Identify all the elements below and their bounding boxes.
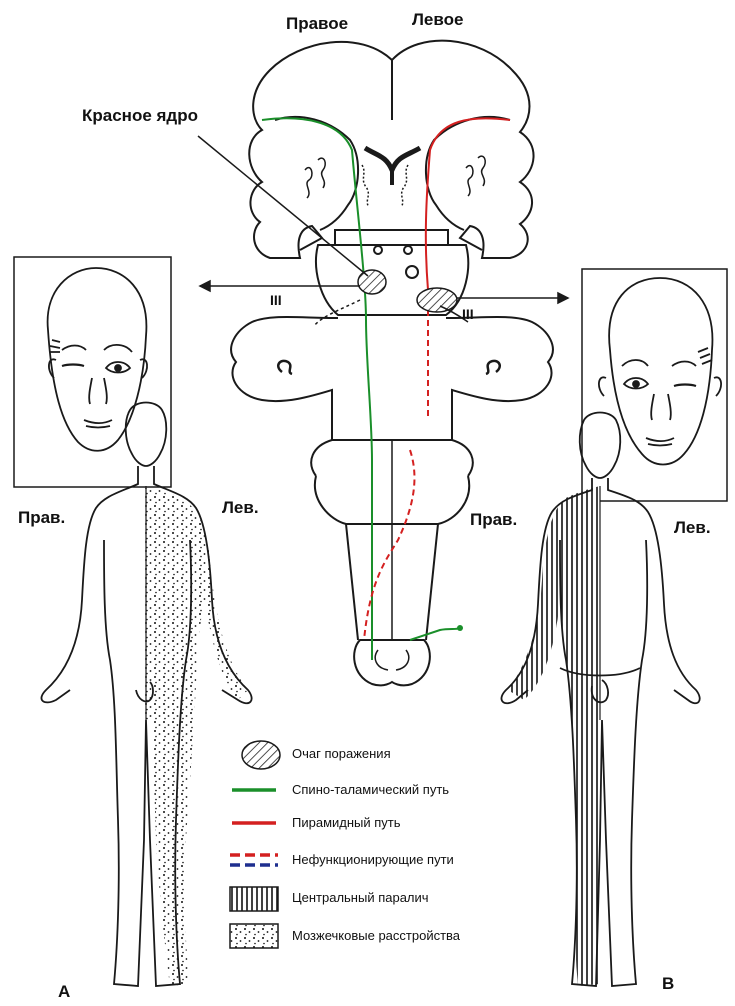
red-nucleus-pointer: [198, 136, 368, 276]
legend-symbols: [230, 741, 280, 948]
label-red-nucleus: Красное ядро: [82, 106, 198, 126]
legend-text-cerebellar: Мозжечковые расстройства: [292, 928, 460, 943]
label-right-hemisphere: Правое: [286, 14, 348, 34]
label-figure-a-left: Лев.: [222, 498, 259, 518]
label-figure-b-letter: В: [662, 974, 674, 994]
face-box-a: [14, 257, 171, 487]
lesion-red-nucleus: [358, 270, 386, 294]
cerebrum-section: [249, 41, 533, 258]
arrow-to-figure-b: [456, 293, 568, 303]
label-left-hemisphere: Левое: [412, 10, 463, 30]
arrow-to-figure-a: [200, 281, 360, 291]
label-nerve-iii-left: III: [270, 292, 282, 308]
body-figure-a: [41, 403, 251, 987]
legend-text-paralysis: Центральный паралич: [292, 890, 429, 905]
legend-cerebellar-symbol: [230, 924, 278, 948]
lesion-right: [417, 288, 457, 312]
legend-text-lesion: Очаг поражения: [292, 746, 391, 761]
legend-lesion-symbol: [242, 741, 280, 769]
label-nerve-iii-right: III: [462, 306, 474, 322]
pyramidal-pathway: [364, 118, 510, 640]
label-figure-b-left: Лев.: [674, 518, 711, 538]
label-figure-b-right: Прав.: [470, 510, 517, 530]
legend-text-pyramidal: Пирамидный путь: [292, 815, 401, 830]
legend-nonfunctional-symbol: [230, 855, 278, 865]
face-box-b: [582, 269, 727, 501]
medulla-spinal-cord: [315, 440, 469, 685]
label-figure-a-right: Прав.: [18, 508, 65, 528]
legend-text-nonfunctional: Нефункционирующие пути: [292, 852, 454, 867]
legend-paralysis-symbol: [230, 887, 278, 911]
legend-text-spinothalamic: Спино-таламический путь: [292, 782, 449, 797]
label-figure-a-letter: А: [58, 982, 70, 1002]
